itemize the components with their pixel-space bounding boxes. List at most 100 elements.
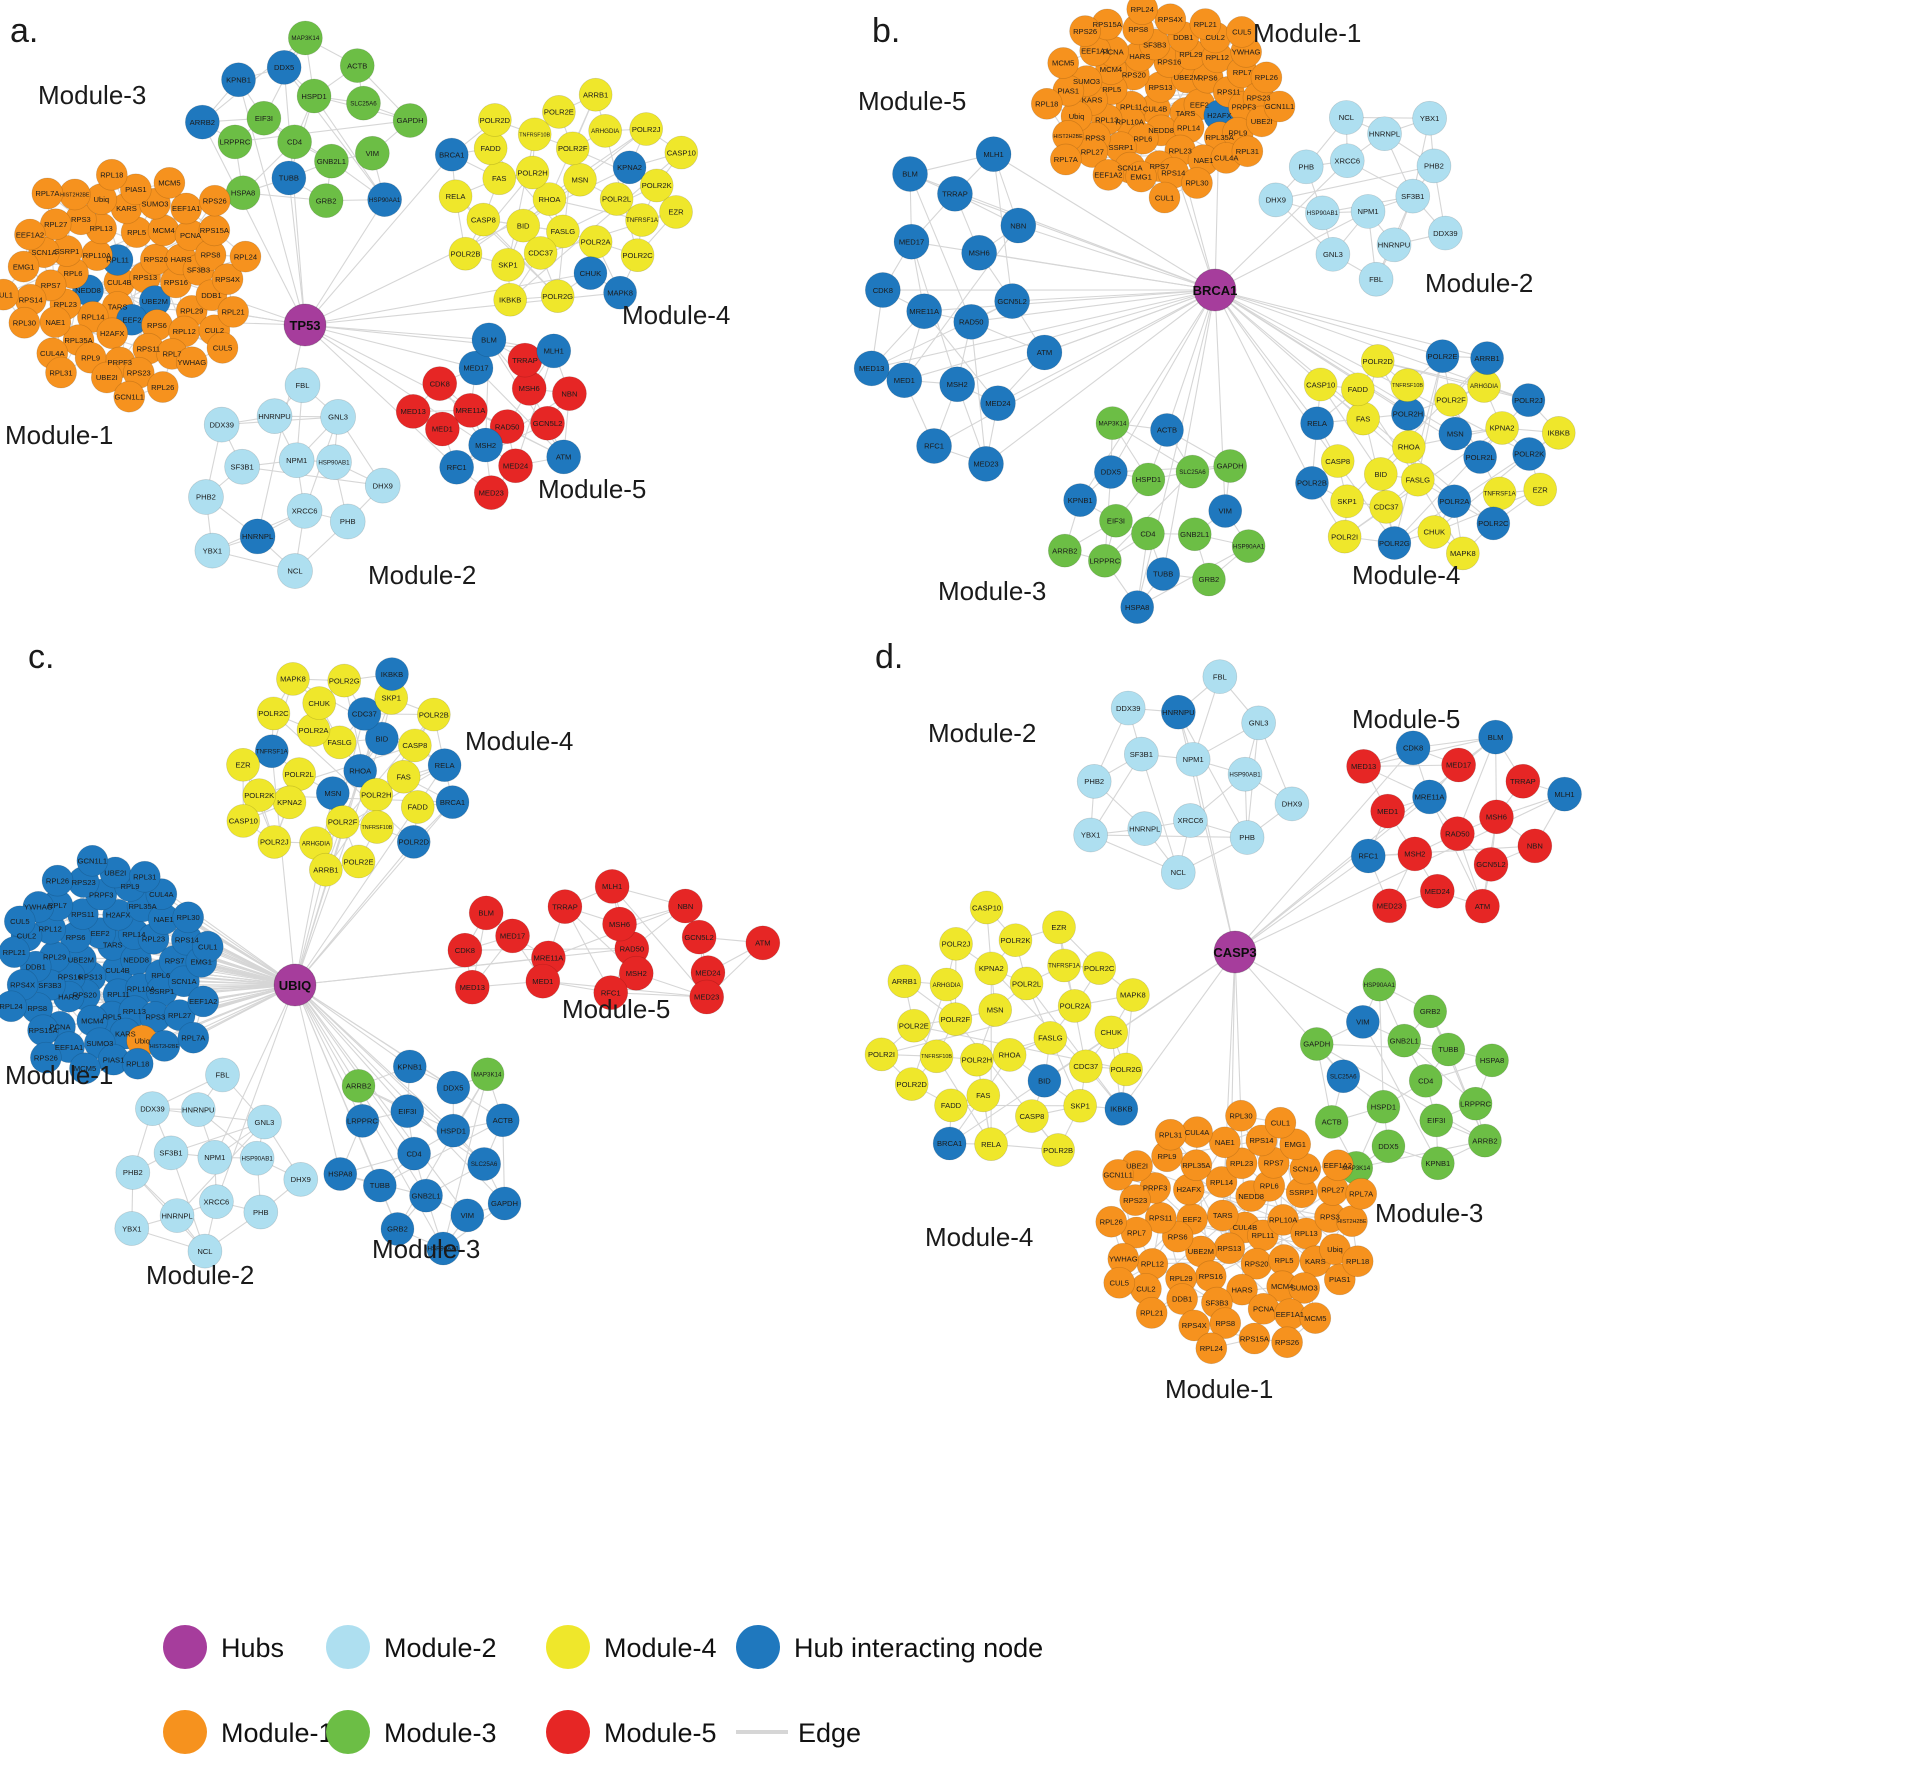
legend-swatch-module3	[326, 1710, 370, 1754]
gene-node-dhx9	[283, 1162, 319, 1197]
gene-node-hnrnpl	[159, 1198, 195, 1233]
gene-node-gapdh	[1299, 1027, 1334, 1061]
gene-node-polr2k	[242, 778, 277, 813]
hub-edge	[271, 751, 296, 986]
gene-node-map3k14	[470, 1057, 505, 1092]
panel-c: c.RHOAMSNFASLGPOLR2HPOLR2LBIDPOLR2FPOLR2…	[0, 638, 781, 1290]
gene-node-med17	[458, 350, 494, 386]
gene-node-faslg	[1400, 462, 1435, 497]
gene-node-rps26	[1271, 1326, 1303, 1359]
gene-node-casp10	[969, 890, 1004, 925]
edge	[242, 466, 383, 487]
gene-node-med13	[1346, 749, 1381, 784]
gene-node-gnb2l1	[409, 1178, 443, 1213]
gene-node-mre11a	[1412, 779, 1447, 815]
gene-node-hnrnpl	[1367, 116, 1402, 152]
gene-node-ikbkb	[1104, 1092, 1139, 1126]
gene-node-cdc37	[523, 236, 558, 270]
gene-node-hnrnpu	[180, 1092, 216, 1127]
gene-node-rela	[438, 179, 473, 214]
hub-edge	[1234, 951, 1246, 1228]
gene-node-hsp90ab1	[1227, 756, 1263, 792]
module-label-d-module5: Module-5	[1352, 704, 1460, 734]
gene-node-mapk8	[1116, 978, 1150, 1012]
gene-node-ddx39	[203, 406, 240, 443]
gene-node-rhoa	[532, 182, 567, 216]
gene-node-grb2	[1192, 562, 1226, 597]
gene-node-kpna2	[612, 150, 647, 185]
gene-node-xrcc6	[1173, 803, 1208, 838]
gene-node-mlh1	[594, 869, 630, 904]
gene-node-msh6	[961, 234, 998, 271]
gene-node-ddx39	[135, 1091, 170, 1126]
gene-node-rpl31	[128, 860, 161, 893]
gene-node-casp10	[664, 135, 699, 170]
gene-node-slc25a6	[467, 1147, 501, 1181]
gene-node-cdk8	[1395, 730, 1431, 766]
gene-node-chuk	[302, 686, 337, 720]
hub-edge	[1018, 225, 1216, 291]
gene-node-polr2j	[939, 926, 973, 961]
gene-node-gcn1l1	[1263, 90, 1296, 123]
gene-node-msn	[978, 993, 1013, 1027]
gene-node-cdk8	[447, 932, 483, 968]
gene-node-polr2d	[478, 103, 512, 137]
gene-node-arrb1	[309, 852, 343, 887]
gene-node-blm	[468, 895, 504, 931]
edge	[507, 134, 536, 265]
gene-node-gnl3	[1241, 705, 1276, 741]
gene-node-fbl	[205, 1057, 240, 1093]
gene-node-kpnb1	[221, 62, 256, 98]
gene-node-rpl7a	[177, 1021, 210, 1054]
gene-node-bid	[365, 721, 399, 756]
gene-node-gcn5l2	[1473, 846, 1509, 882]
edge	[1026, 983, 1122, 1110]
gene-node-rpl31	[1231, 135, 1264, 168]
gene-node-msh2	[939, 366, 976, 403]
gene-node-hnrnpu	[1376, 227, 1412, 263]
gene-node-rps8	[1209, 1307, 1242, 1339]
gene-node-rpl18	[121, 1047, 154, 1080]
gene-node-cd4	[1408, 1063, 1443, 1098]
hub-edge	[304, 154, 453, 326]
module-label-a-module5: Module-5	[538, 474, 646, 504]
gene-node-nbn	[1000, 207, 1037, 244]
gene-node-rpl26	[1250, 61, 1283, 94]
legend-label: Module-3	[384, 1718, 497, 1748]
edge	[1429, 796, 1483, 907]
gene-node-vim	[1208, 494, 1243, 528]
gene-node-rpl23	[1225, 1147, 1258, 1180]
gene-node-rps26	[30, 1041, 62, 1074]
gene-node-polr2l	[599, 182, 634, 216]
gene-node-npm1	[278, 442, 315, 479]
gene-node-rhoa	[1391, 429, 1426, 464]
gene-node-polr2g	[540, 279, 575, 313]
gene-node-tars	[1206, 1199, 1239, 1232]
gene-node-polr2j	[629, 112, 664, 146]
gene-node-cdc37	[1068, 1049, 1103, 1084]
hub-node-casp3	[1213, 930, 1257, 974]
gene-node-cd4	[1131, 516, 1165, 551]
gene-node-eef1a1	[170, 192, 203, 225]
gene-node-hspa8	[225, 175, 261, 211]
gene-node-hist2h2be	[148, 1030, 181, 1062]
gene-node-med24	[980, 385, 1016, 422]
hub-edge	[304, 324, 477, 369]
gene-node-arrb1	[1470, 341, 1504, 375]
hub-edge	[1214, 289, 1313, 484]
gene-node-ddx39	[1110, 690, 1146, 726]
gene-node-arrb2	[341, 1069, 376, 1103]
gene-node-tubb	[271, 160, 307, 196]
edge	[1275, 165, 1435, 201]
edge	[1177, 711, 1248, 838]
gene-node-actb	[339, 48, 375, 83]
legend-swatch-hub_interacting	[736, 1625, 780, 1669]
legend-label: Hub interacting node	[794, 1633, 1043, 1663]
hub-edge	[933, 289, 1216, 447]
gene-node-phb2	[188, 479, 224, 515]
gene-node-rad50	[1440, 816, 1475, 852]
gene-node-med17	[495, 918, 530, 954]
gene-node-msh2	[618, 955, 654, 991]
gene-node-cd4	[277, 124, 312, 160]
